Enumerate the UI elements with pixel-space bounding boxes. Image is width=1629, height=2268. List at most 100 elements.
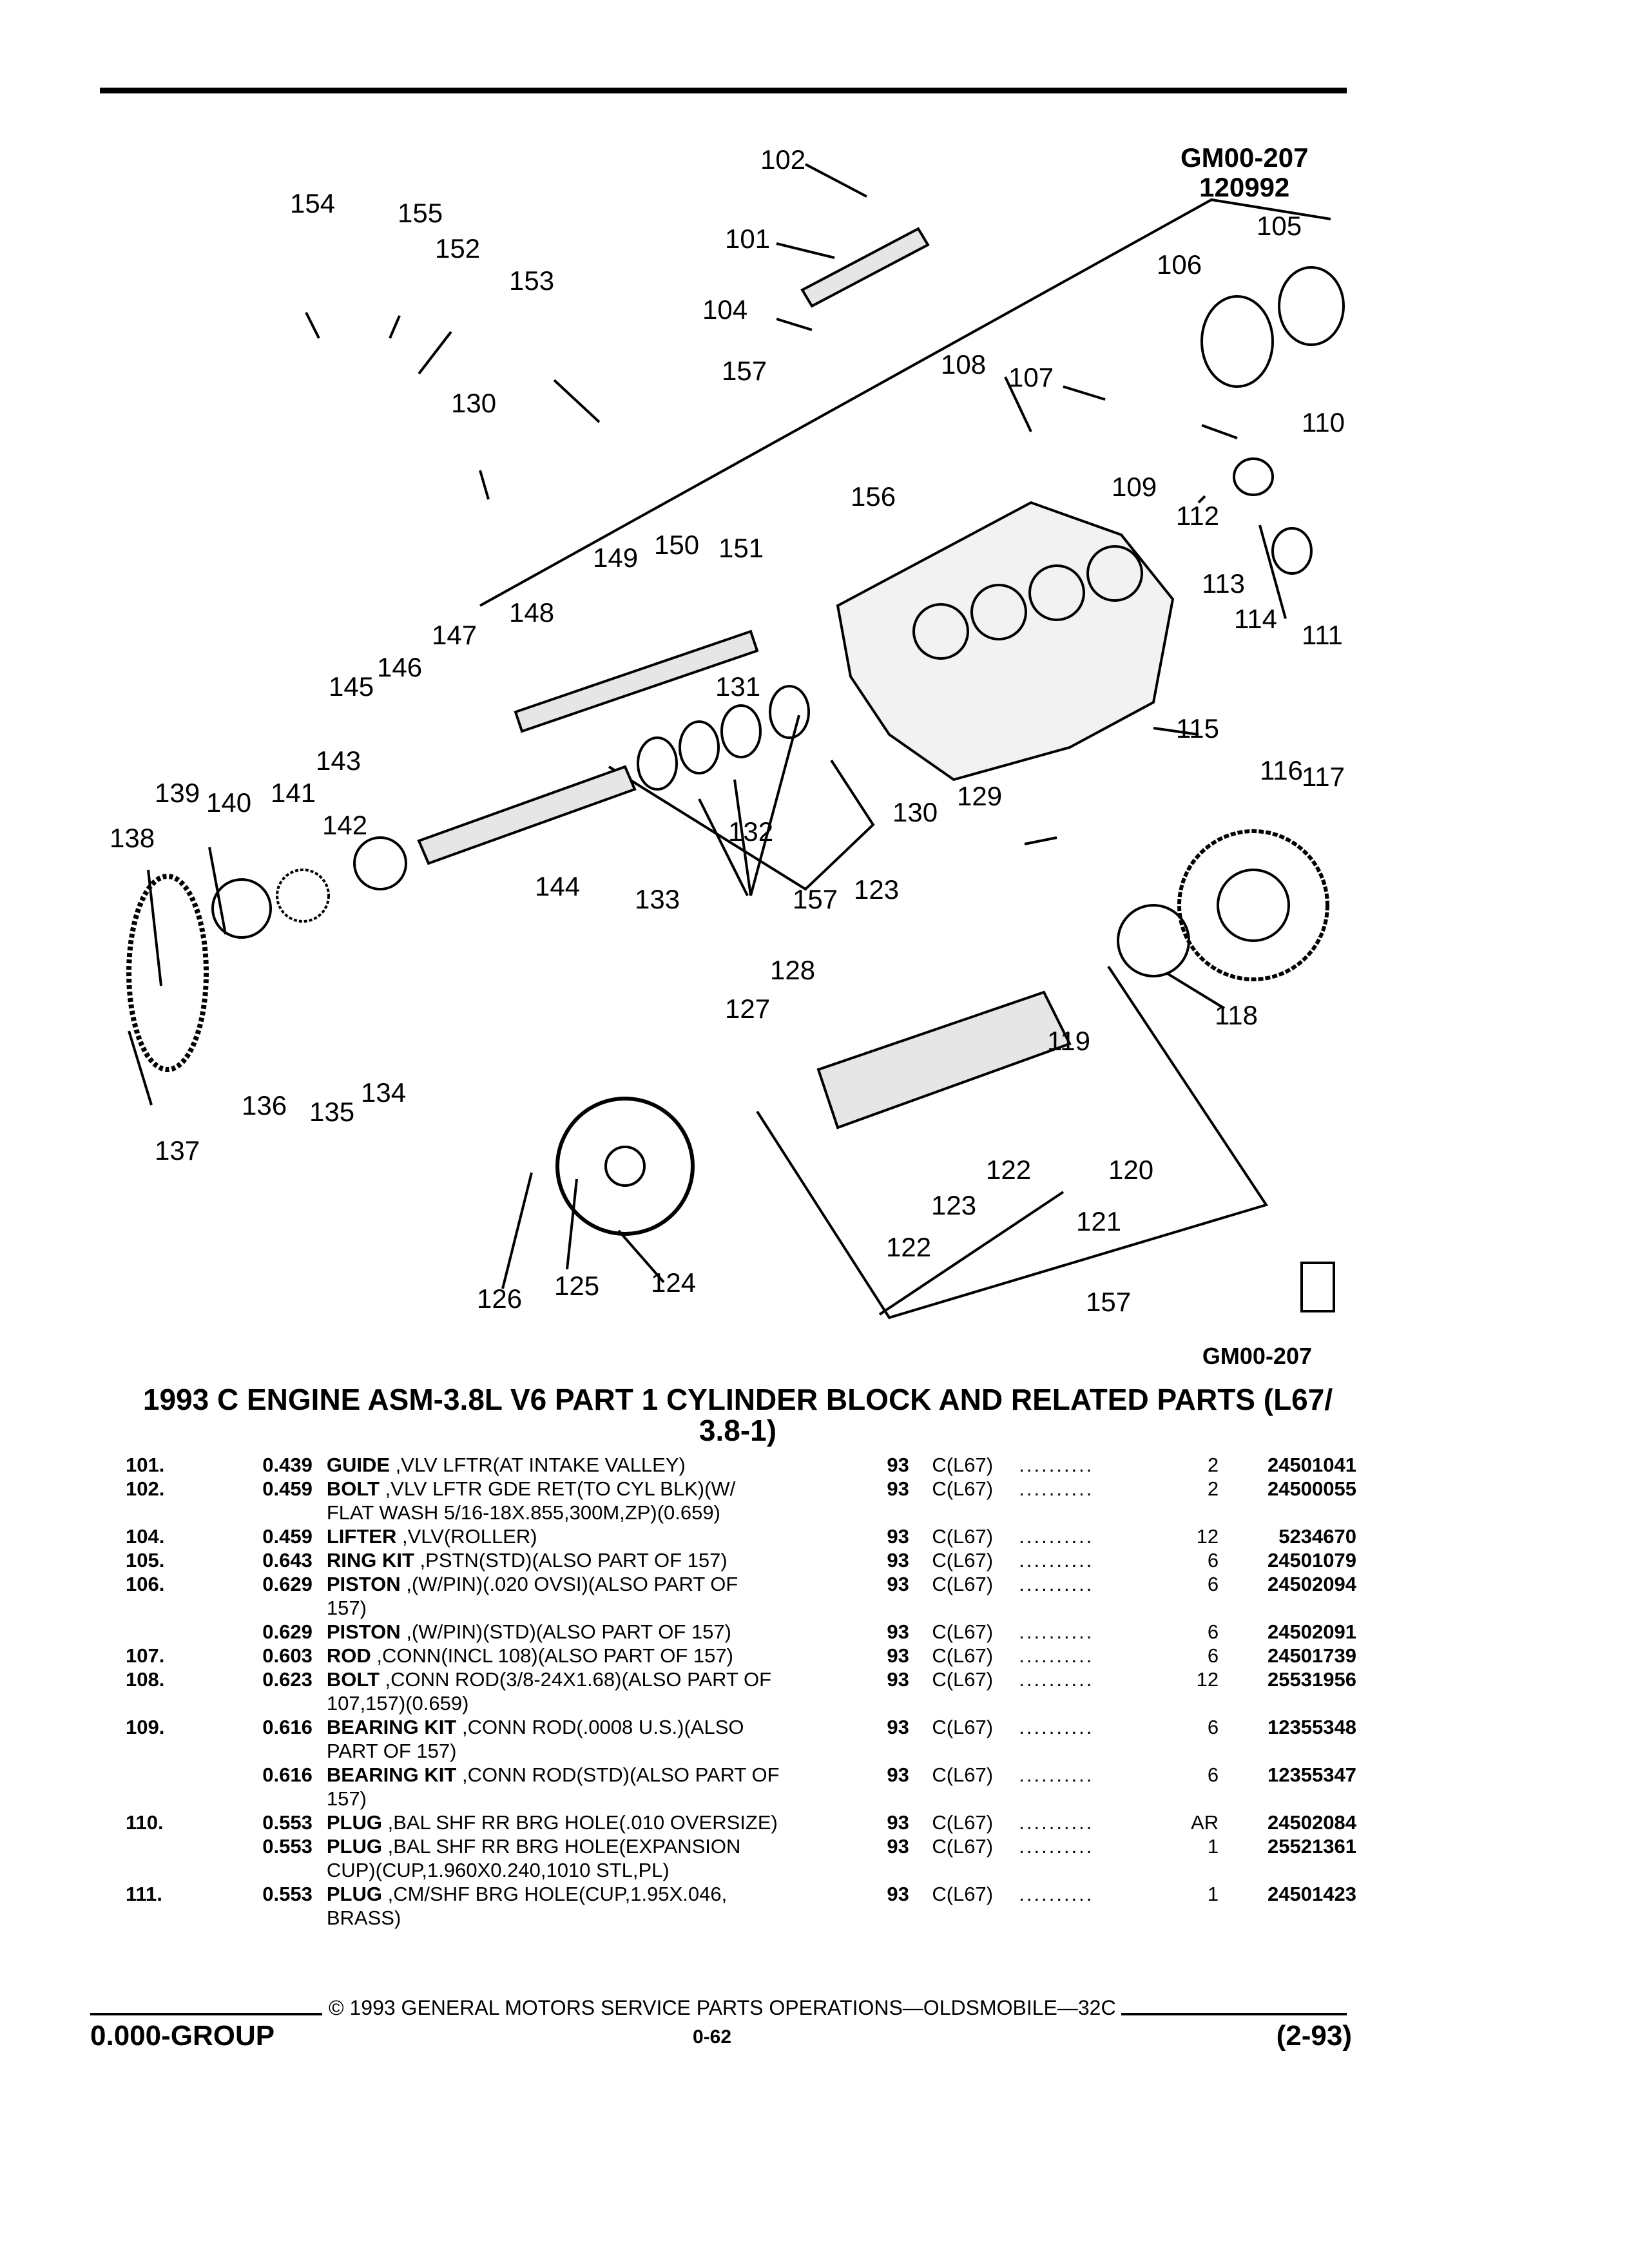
model-year: 93 [887,1811,909,1834]
part-name: BOLT [326,1668,380,1691]
part-detail: ,VLV LFTR(AT INTAKE VALLEY) [395,1454,686,1476]
ref-number [126,1763,232,1811]
callout-109: 109 [1112,472,1157,502]
ref-number [126,1834,232,1882]
callout-153: 153 [509,265,554,296]
part-detail-continued: 157) [326,1597,367,1619]
part-detail: ,CONN ROD(.0008 U.S.)(ALSO [461,1716,744,1738]
part-number: 12355347 [1268,1763,1356,1786]
leader-dots: .......... [1019,1525,1094,1548]
group-label: 0.000-GROUP [90,2020,275,2052]
model-year: 93 [887,1620,909,1643]
callout-102: 102 [760,144,805,175]
part-detail: ,VLV LFTR GDE RET(TO CYL BLK)(W/ [385,1477,736,1500]
model-year: 93 [887,1883,909,1905]
callout-112: 112 [1176,501,1219,531]
quantity: 12 [1196,1668,1219,1691]
model-code: C(L67) [932,1573,994,1595]
callout-133: 133 [635,884,680,914]
part-detail: ,CM/SHF BRG HOLE(CUP,1.95X.046, [387,1883,728,1905]
leader-dots: .......... [1019,1454,1094,1476]
part-description: BOLT ,VLV LFTR GDE RET(TO CYL BLK)(W/FLA… [327,1477,887,1524]
callout-120: 120 [1108,1155,1153,1185]
part-number: 24501079 [1268,1549,1356,1571]
callout-110: 110 [1302,407,1345,437]
quantity: 12 [1196,1525,1219,1548]
part-number: 24502084 [1268,1811,1356,1834]
part-name: BOLT [326,1477,380,1500]
model-code: C(L67) [932,1716,994,1738]
part-name: PLUG [326,1835,382,1858]
callout-115: 115 [1176,713,1219,744]
model-year: 93 [887,1525,909,1548]
callout-125: 125 [554,1271,599,1301]
camshaft [417,765,637,865]
part-description: LIFTER ,VLV(ROLLER) [327,1524,887,1548]
figure-code-bottom: GM00-207 [1202,1343,1312,1369]
callout-141: 141 [271,778,316,808]
callout-127: 127 [725,994,770,1024]
ref-number: 106. [126,1573,165,1595]
model-code: C(L67) [932,1668,994,1691]
quantity: 6 [1207,1716,1219,1738]
quantity: 6 [1207,1620,1219,1643]
callout-117: 117 [1302,762,1345,792]
illustration-code: 0.623 [262,1668,313,1691]
callout-122: 122 [986,1155,1031,1185]
ref-number: 105. [126,1549,165,1571]
leader-dots: .......... [1019,1811,1094,1834]
callout-149: 149 [593,543,638,573]
model-year: 93 [887,1549,909,1571]
callout-140: 140 [206,787,251,818]
model-code: C(L67) [932,1454,994,1476]
callout-113: 113 [1202,568,1245,599]
callout-126: 126 [477,1283,522,1314]
part-detail-continued: 107,157)(0.659) [326,1692,469,1715]
model-year: 93 [887,1835,909,1858]
illustration-code: 0.629 [262,1573,313,1595]
part-name: PLUG [326,1883,382,1905]
callout-157: 157 [722,356,767,386]
cylinder-block [836,501,1175,782]
title-line-2: 3.8-1) [699,1414,777,1448]
callout-148: 148 [509,597,554,628]
part-number: 12355348 [1268,1716,1356,1738]
timing-chain [126,874,209,1072]
figure-code: GM00-207 [1181,142,1309,173]
part-number: 24501739 [1268,1644,1356,1667]
part-detail-continued: FLAT WASH 5/16-18X.855,300M,ZP)(0.659) [326,1501,720,1524]
callout-154: 154 [290,188,335,218]
model-code: C(L67) [932,1811,994,1834]
illustration-code: 0.553 [262,1883,313,1905]
model-year: 93 [887,1668,909,1691]
callout-128: 128 [770,955,815,985]
callout-144: 144 [535,871,580,901]
quantity: 6 [1207,1644,1219,1667]
callout-147: 147 [432,620,477,650]
model-year: 93 [887,1716,909,1738]
model-code: C(L67) [932,1835,994,1858]
group-157-bracket-cam [608,759,875,891]
ref-number: 110. [126,1811,164,1834]
leader-dots: .......... [1019,1549,1094,1571]
leader-dots: .......... [1019,1883,1094,1905]
flywheel [1177,829,1329,981]
ref-number [126,1620,232,1644]
callout-134: 134 [361,1077,406,1108]
quantity: 1 [1207,1883,1219,1905]
callout-101: 101 [725,224,770,254]
callout-145: 145 [329,671,374,702]
quantity: 2 [1207,1477,1219,1500]
lifter-guide [800,227,930,308]
part-name: RING KIT [326,1549,414,1571]
part-number: 25521361 [1268,1835,1356,1858]
callout-132: 132 [728,816,773,847]
illustration-code: 0.603 [262,1644,313,1667]
